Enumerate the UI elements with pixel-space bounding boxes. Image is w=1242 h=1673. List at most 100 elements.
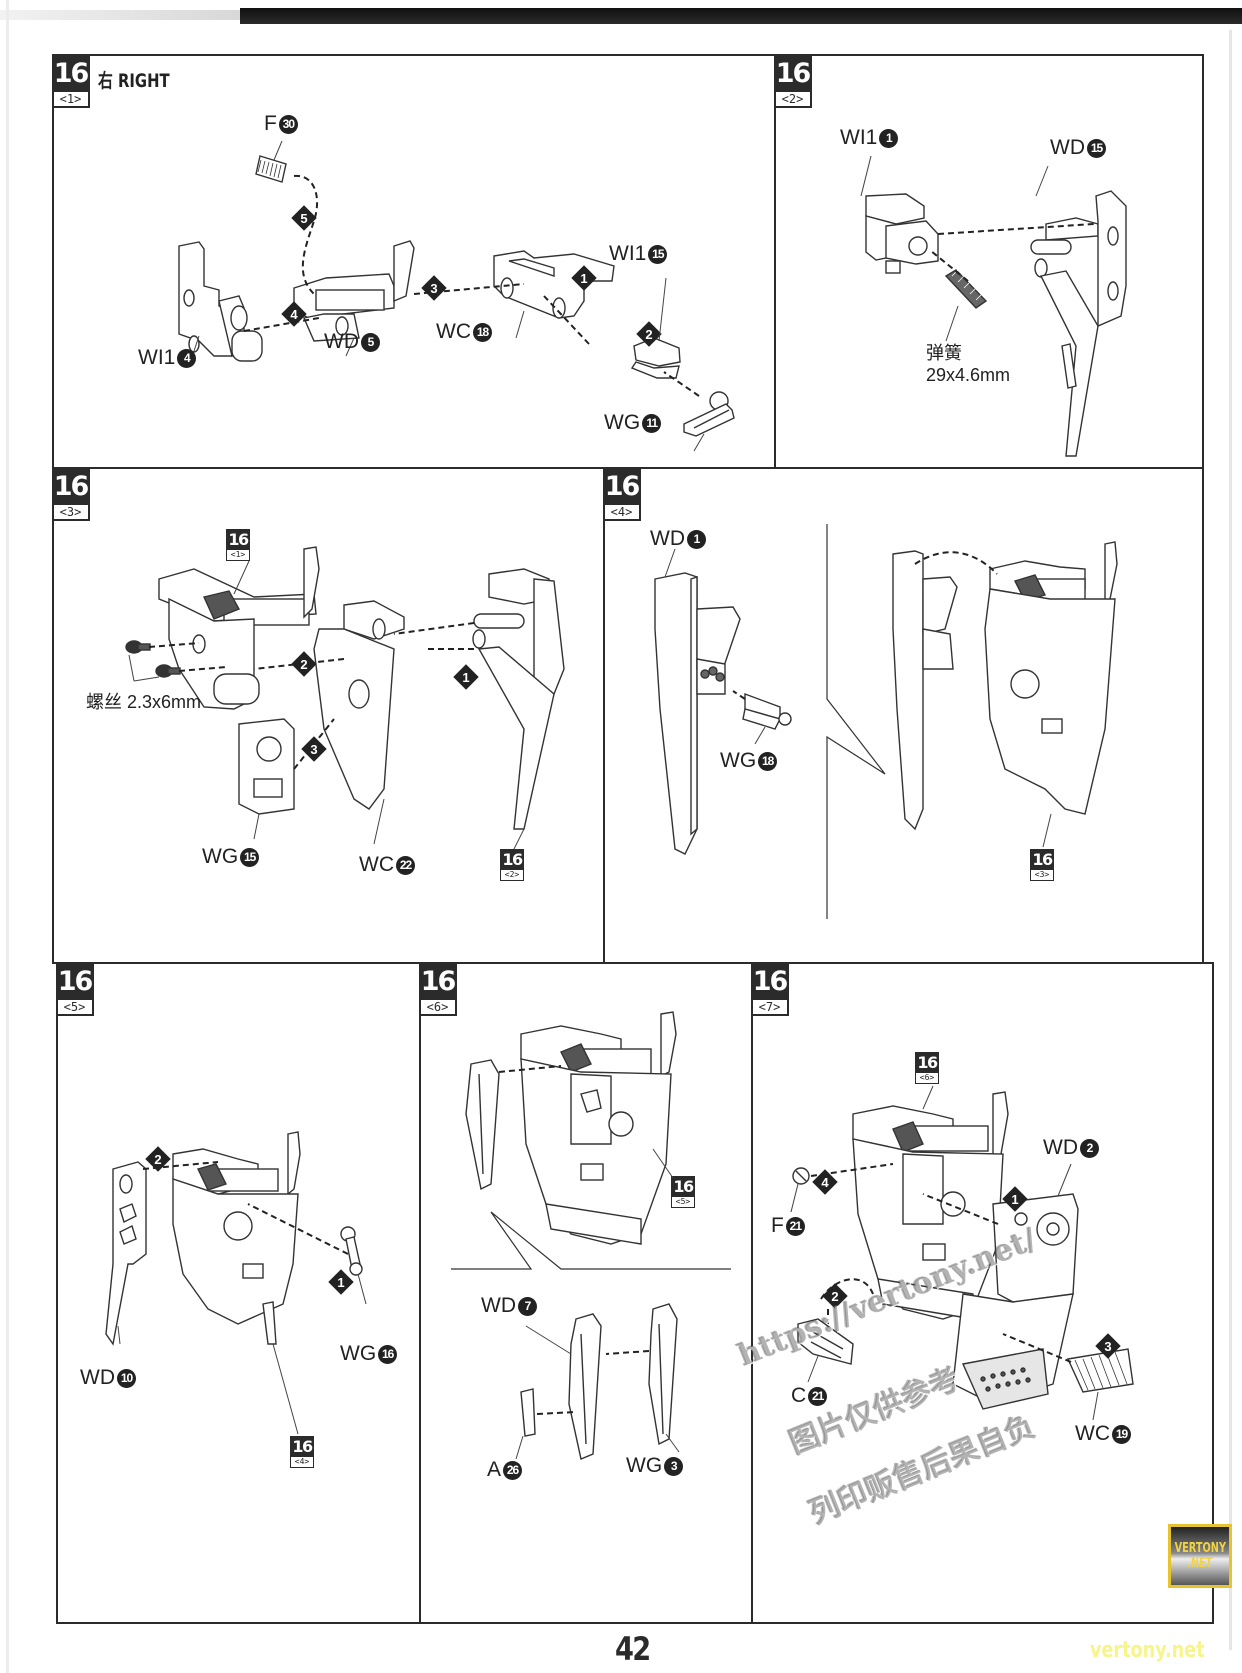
assembly-diagram-16-3: 1 2 3 — [125, 546, 565, 850]
reference-badge-16-1: 16 <1> — [226, 529, 250, 561]
part-number-badge: 3 — [664, 1456, 684, 1476]
part-number-badge: 21 — [808, 1386, 828, 1406]
screw-note: 螺丝 2.3x6mm — [86, 692, 202, 712]
part-wg-11 — [683, 391, 735, 437]
step-diamond-4-label: 4 — [290, 307, 298, 322]
step-number: 16 — [53, 55, 89, 92]
part-wi1-1 — [865, 193, 939, 274]
step-diamond-1-label: 1 — [337, 1275, 344, 1290]
part-number-badge: 22 — [396, 855, 415, 875]
step-badge: 16 <1> — [51, 53, 90, 108]
part-screw-2 — [155, 664, 181, 678]
step-diamond-2-label: 2 — [300, 657, 307, 672]
part-wg-16 — [340, 1226, 363, 1276]
subassembly-16-5 — [520, 1011, 677, 1245]
part-wd-1-rotated — [892, 550, 958, 831]
step-diamond-1 — [453, 664, 479, 690]
assembly-diagram-16-2 — [860, 155, 1127, 457]
step-diamond-2 — [291, 651, 317, 677]
part-wd-15 — [1030, 190, 1127, 457]
part-number-badge: 2 — [1080, 1138, 1099, 1158]
part-number-badge: 18 — [758, 751, 778, 771]
step-diamond-1-label: 1 — [580, 271, 587, 286]
step-substep: <5> — [63, 999, 86, 1014]
step-badge: 16 <2> — [773, 53, 812, 108]
assembly-diagram-16-5: 2 1 — [105, 1131, 367, 1435]
part-wg-15 — [238, 718, 295, 815]
part-number-badge: 30 — [278, 114, 298, 134]
subassembly-16-2 — [472, 568, 565, 830]
part-number-badge: 4 — [177, 348, 197, 368]
part-number-badge: 1 — [879, 128, 899, 148]
part-number-badge: 26 — [503, 1460, 523, 1480]
panel-step-16-1: 16 <1> 右 RIGHT — [51, 53, 777, 469]
subassembly-16-1 — [158, 546, 320, 710]
step-diamond-4-label: 4 — [821, 1175, 829, 1190]
panel-step-16-2: 16 <2> — [773, 53, 1204, 469]
step-diamond-2-label: 2 — [645, 327, 652, 342]
part-a-26 — [520, 1388, 536, 1437]
part-number-badge: 21 — [785, 1216, 805, 1236]
page-edge-shadow — [0, 10, 240, 20]
part-number-badge: 19 — [1112, 1424, 1131, 1444]
step-diamond-3-label: 3 — [1104, 1339, 1111, 1354]
callout-divider — [451, 1211, 731, 1270]
callout-divider — [826, 524, 886, 919]
step-diamond-3-label: 3 — [430, 281, 437, 296]
part-spring — [944, 269, 988, 309]
step-number: 16 — [53, 468, 89, 505]
step-number: 16 — [420, 963, 456, 1000]
part-f-21 — [792, 1167, 810, 1185]
vertony-logo: VERTONY .NET — [1168, 1524, 1232, 1588]
assembly-diagram-16-1: 5 4 3 1 2 — [178, 140, 735, 452]
assembly-diagram-16-6 — [451, 1011, 731, 1460]
part-wc-19 — [1066, 1348, 1134, 1393]
panel-step-16-6: 16 <6> 16 <5> — [418, 961, 753, 1624]
step-diamond-3-label: 3 — [310, 742, 317, 757]
spring-note-name: 弹簧 — [926, 343, 962, 363]
step-diamond-2 — [636, 321, 662, 347]
step-diamond-5 — [291, 205, 317, 231]
part-wd-5 — [293, 240, 415, 342]
part-number-badge: 15 — [240, 847, 260, 867]
reference-badge-16-3: 16 <3> — [1030, 849, 1054, 881]
step-substep: <4> — [610, 504, 633, 519]
spring-note-size: 29x4.6mm — [926, 365, 1011, 385]
subassembly-16-3 — [984, 541, 1118, 815]
assembly-diagram-16-7: 4 1 2 3 — [790, 1085, 1134, 1421]
part-wg-3 — [648, 1303, 678, 1446]
page-right-edge — [1229, 30, 1232, 1650]
reference-badge-16-5: 16 <5> — [671, 1176, 695, 1208]
part-wd-10 — [105, 1161, 147, 1346]
step-badge: 16 <4> — [602, 466, 641, 521]
step-diamond-4 — [281, 301, 307, 327]
part-grid-plate — [962, 1348, 1049, 1410]
part-number-badge: 5 — [361, 332, 380, 352]
step-diamond-2-label: 2 — [154, 1152, 161, 1167]
step-substep: <7> — [758, 999, 781, 1014]
part-wd-7 — [568, 1313, 602, 1460]
page-left-edge — [6, 0, 9, 1673]
step-diamond-1-label: 1 — [1011, 1192, 1018, 1207]
assembly-diagram-16-4 — [654, 524, 1118, 919]
step-diamond-2-label: 2 — [831, 1289, 838, 1304]
step-substep: <2> — [781, 91, 804, 106]
part-wd-7-assembled — [465, 1059, 500, 1191]
page-top-binding-bar — [240, 8, 1242, 24]
part-number-badge: 16 — [378, 1344, 398, 1364]
